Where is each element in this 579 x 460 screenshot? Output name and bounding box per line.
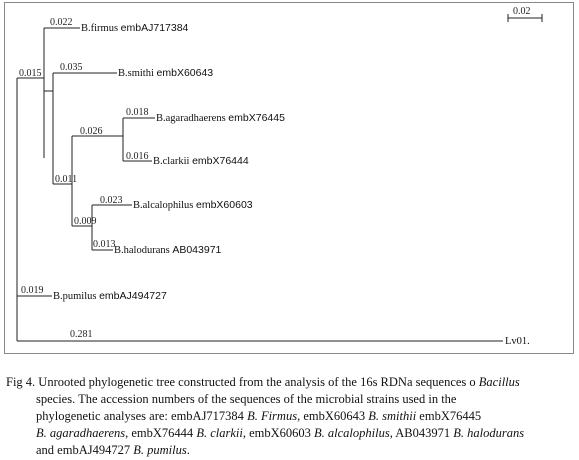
species-pumilus: B.pumilus <box>53 291 96 302</box>
accession-agaradhaerens: embX76445 <box>228 112 285 124</box>
caption-species: B. smithii <box>368 409 417 423</box>
caption-line-1: Fig 4. Unrooted phylogenetic tree constr… <box>6 374 578 391</box>
caption-text: , AB043971 <box>389 426 454 440</box>
taxon-halodurans: B.halodurans AB043971 <box>114 244 222 256</box>
scale-bar-label: 0.02 <box>513 6 531 17</box>
caption-text: , embX76444 <box>125 426 197 440</box>
bl-smithii: 0.035 <box>60 62 83 73</box>
accession-pumilus: embAJ494727 <box>99 290 167 302</box>
bl-clarkii: 0.016 <box>126 151 149 162</box>
tree-frame <box>4 2 574 354</box>
caption-species: B. halodurans <box>453 426 525 440</box>
bl-alcalophilus: 0.023 <box>100 195 123 206</box>
taxon-firmus: B.firmus embAJ717384 <box>81 22 189 34</box>
accession-halodurans: AB043971 <box>172 244 221 256</box>
species-halodurans: B.halodurans <box>114 245 170 256</box>
caption-genus: Bacillus <box>478 375 520 389</box>
caption-text: species. The accession numbers of the se… <box>36 392 457 406</box>
species-clarkii: B.clarkii <box>153 156 190 167</box>
caption-species: B. pumilus <box>133 443 187 457</box>
bl-pumilus: 0.019 <box>21 285 44 296</box>
species-alcalophilus: B.alcalophilus <box>133 200 193 211</box>
bl-lv01: 0.281 <box>70 329 93 340</box>
species-firmus: B.firmus <box>81 23 118 34</box>
bl-firmus: 0.022 <box>50 17 73 28</box>
taxon-pumilus: B.pumilus embAJ494727 <box>53 290 167 302</box>
accession-clarkii: embX76444 <box>192 155 249 167</box>
caption-text: , embX60603 <box>242 426 315 440</box>
taxon-alcalophilus: B.alcalophilus embX60603 <box>133 199 253 211</box>
caption-line-2: species. The accession numbers of the se… <box>6 391 578 408</box>
species-agaradhaerens: B.agaradhaerens <box>156 113 226 124</box>
caption-line-5: and embAJ494727 B. pumilus. <box>6 442 578 459</box>
bl-node-015: 0.015 <box>19 68 42 79</box>
taxon-lv01: Lv01. <box>505 336 530 347</box>
species-smithii: B.smithi <box>118 68 154 79</box>
caption-species: B. alcalophilus <box>314 426 390 440</box>
figure-caption: Fig 4. Unrooted phylogenetic tree constr… <box>6 374 578 459</box>
caption-text: phylogenetic analyses are: embAJ717384 <box>36 409 248 423</box>
caption-text: Fig 4. Unrooted phylogenetic tree constr… <box>6 375 479 389</box>
accession-firmus: embAJ717384 <box>121 22 189 34</box>
caption-line-4: B. agaradhaerens, embX76444 B. clarkii, … <box>6 425 578 442</box>
accession-smithii: embX60643 <box>157 67 214 79</box>
taxon-smithii: B.smithi embX60643 <box>118 67 213 79</box>
bl-node-009: 0.009 <box>74 216 97 227</box>
caption-species: B. agaradhaerens <box>36 426 126 440</box>
caption-text: . <box>186 443 190 457</box>
caption-species: B. clarkii <box>196 426 243 440</box>
phylogenetic-tree: 0.02 0.022 0.015 0.035 0.018 0.026 0.016… <box>16 6 543 347</box>
caption-text: , embX60643 <box>297 409 369 423</box>
taxon-agaradhaerens: B.agaradhaerens embX76445 <box>156 112 285 124</box>
caption-species: B. Firmus <box>247 409 298 423</box>
bl-node-011: 0.011 <box>55 174 77 185</box>
bl-halodurans: 0.013 <box>93 239 116 250</box>
caption-text: embX76445 <box>416 409 482 423</box>
caption-line-3: phylogenetic analyses are: embAJ717384 B… <box>6 408 578 425</box>
bl-agaradhaerens: 0.018 <box>126 107 149 118</box>
caption-text: and embAJ494727 <box>36 443 134 457</box>
bl-node-026: 0.026 <box>80 126 103 137</box>
accession-alcalophilus: embX60603 <box>196 199 253 211</box>
taxon-clarkii: B.clarkii embX76444 <box>153 155 249 167</box>
